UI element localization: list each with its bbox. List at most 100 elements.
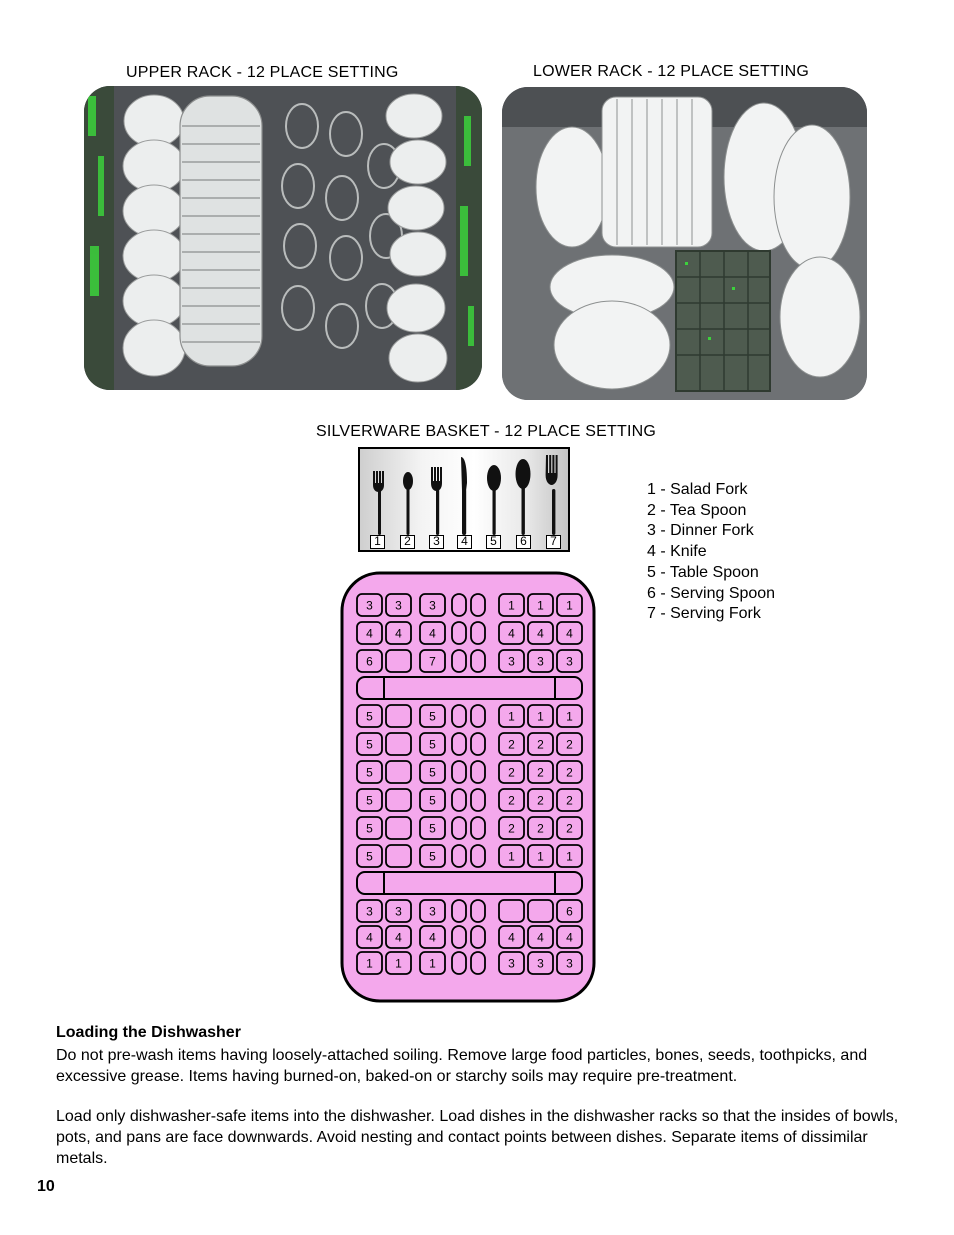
- basket-cell: [470, 732, 486, 756]
- basket-cell-label: 2: [537, 794, 544, 808]
- basket-cell-label: 3: [429, 905, 436, 919]
- basket-cell-label: 3: [366, 599, 373, 613]
- lower-rack-photo: [502, 87, 867, 400]
- basket-cell: [356, 844, 383, 868]
- basket-cell-label: 2: [566, 822, 573, 836]
- basket-cell-label: 4: [566, 931, 573, 945]
- basket-cell: [556, 951, 583, 975]
- basket-cell-label: 4: [508, 627, 515, 641]
- basket-cell-label: 3: [537, 655, 544, 669]
- basket-cell: [498, 704, 525, 728]
- paragraph-prewash: Do not pre-wash items having loosely-att…: [56, 1047, 868, 1085]
- basket-cell-label: 5: [429, 822, 436, 836]
- basket-cell-label: 1: [537, 710, 544, 724]
- utensil-label-2: 2: [400, 535, 415, 549]
- basket-cell: [556, 704, 583, 728]
- basket-cell: [356, 760, 383, 784]
- basket-cell-label: 2: [566, 738, 573, 752]
- basket-cell: [527, 704, 554, 728]
- basket-cell: [527, 788, 554, 812]
- basket-cell: [451, 704, 467, 728]
- basket-cell-label: 4: [395, 627, 402, 641]
- basket-cell: [527, 844, 554, 868]
- basket-cell: [527, 760, 554, 784]
- basket-cell-label: 4: [537, 931, 544, 945]
- basket-cell: [385, 649, 412, 673]
- basket-cell-label: 4: [508, 931, 515, 945]
- basket-cell: [498, 925, 525, 949]
- basket-cell-label: 2: [508, 822, 515, 836]
- basket-cell: [527, 593, 554, 617]
- basket-cell-label: 1: [537, 850, 544, 864]
- basket-cell: [451, 760, 467, 784]
- basket-cell: [356, 649, 383, 673]
- basket-cell: [385, 788, 412, 812]
- basket-divider-bar: [356, 676, 583, 700]
- legend-item: 1 - Salad Fork: [647, 481, 748, 498]
- basket-cell: [419, 925, 446, 949]
- basket-cell-label: 5: [366, 710, 373, 724]
- basket-cell: [356, 951, 383, 975]
- basket-cell: [470, 925, 486, 949]
- utensil-label-4: 4: [457, 535, 472, 549]
- legend-item: 3 - Dinner Fork: [647, 522, 754, 540]
- basket-cell-label: 5: [366, 850, 373, 864]
- basket-cell-label: 4: [429, 627, 436, 641]
- basket-cell: [498, 899, 525, 923]
- basket-cell: [385, 925, 412, 949]
- basket-cell: [451, 925, 467, 949]
- basket-cell: [556, 925, 583, 949]
- basket-cell-label: 1: [508, 599, 515, 613]
- basket-cell: [498, 788, 525, 812]
- utensil-reference-strip: 1 2 3 4 5 6 7: [358, 447, 570, 552]
- basket-cell: [356, 593, 383, 617]
- basket-cell-label: 5: [429, 850, 436, 864]
- basket-cell-label: 2: [508, 794, 515, 808]
- basket-cell: [385, 732, 412, 756]
- basket-cell-label: 2: [537, 738, 544, 752]
- basket-cell: [470, 704, 486, 728]
- basket-cell-label: 1: [508, 850, 515, 864]
- basket-cell-label: 2: [508, 738, 515, 752]
- basket-cell: [419, 760, 446, 784]
- basket-cell: [385, 621, 412, 645]
- basket-cell: [556, 844, 583, 868]
- basket-cell: [470, 951, 486, 975]
- basket-cell-label: 1: [366, 957, 373, 971]
- basket-cell: [419, 621, 446, 645]
- basket-cell: [556, 732, 583, 756]
- basket-cell: [451, 844, 467, 868]
- basket-cell-label: 5: [366, 822, 373, 836]
- basket-cell-label: 3: [366, 905, 373, 919]
- basket-cell: [356, 788, 383, 812]
- basket-cell: [356, 621, 383, 645]
- basket-cell: [556, 816, 583, 840]
- basket-cell-label: 6: [366, 655, 373, 669]
- basket-cell: [556, 760, 583, 784]
- basket-cell: [356, 732, 383, 756]
- basket-cell-label: 3: [537, 957, 544, 971]
- lower-rack-caption: LOWER RACK - 12 PLACE SETTING: [533, 63, 810, 80]
- basket-cell: [527, 621, 554, 645]
- basket-cell-label: 3: [395, 905, 402, 919]
- basket-cell-label: 3: [566, 957, 573, 971]
- basket-cell: [356, 899, 383, 923]
- basket-cell: [385, 951, 412, 975]
- basket-divider-bar: [356, 871, 583, 895]
- utensil-label-5: 5: [486, 535, 501, 549]
- legend-item: 4 - Knife: [647, 543, 707, 561]
- basket-cell: [419, 816, 446, 840]
- basket-cell: [556, 593, 583, 617]
- basket-cell-label: 6: [566, 905, 573, 919]
- basket-cell-label: 2: [537, 822, 544, 836]
- basket-cell: [498, 649, 525, 673]
- basket-cell-label: 4: [566, 627, 573, 641]
- upper-rack-caption: UPPER RACK - 12 PLACE SETTING: [126, 64, 399, 81]
- basket-cell: [527, 951, 554, 975]
- basket-cell: [385, 816, 412, 840]
- basket-cell: [419, 788, 446, 812]
- paragraph-loading: Load only dishwasher-safe items into the…: [56, 1108, 899, 1167]
- basket-cell: [470, 899, 486, 923]
- basket-cell: [419, 899, 446, 923]
- basket-cell: [470, 593, 486, 617]
